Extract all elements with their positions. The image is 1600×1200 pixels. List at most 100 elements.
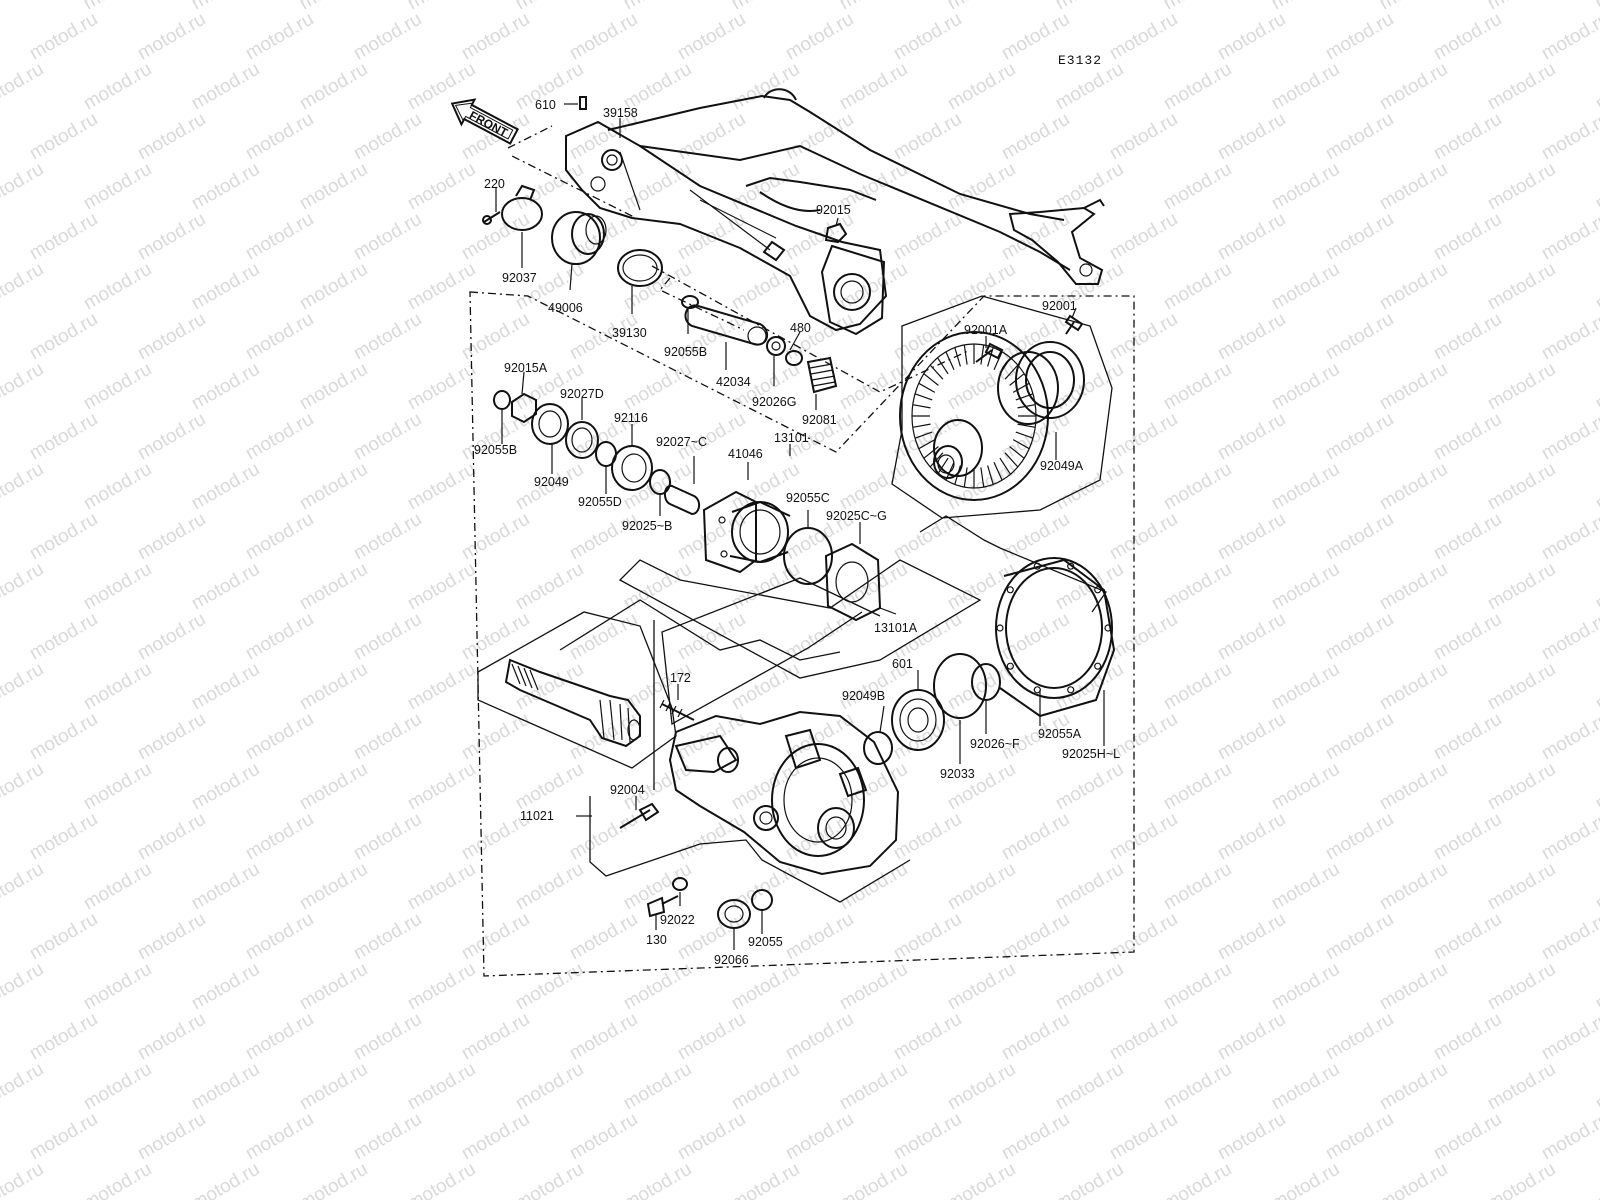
part-92022-washer [672,877,688,891]
watermark-text: motod.ru [1268,1059,1343,1115]
watermark-text: motod.ru [26,1009,101,1065]
watermark-text: motod.ru [26,609,101,665]
watermark-text: motod.ru [620,459,695,515]
gear-tooth [1004,452,1019,468]
watermark-text: motod.ru [1484,359,1559,415]
watermark-text: motod.ru [0,859,47,915]
watermark-text: motod.ru [242,509,317,565]
label-92025B: 92025~B [622,519,672,533]
bearing-row [493,390,700,516]
watermark-text: motod.ru [1106,809,1181,865]
label-92001: 92001 [1042,299,1077,313]
watermark-text: motod.ru [620,959,695,1015]
part-601-bearing [891,689,945,751]
watermark-text: motod.ru [1592,59,1600,115]
diagram-ref-code: E3132 [1058,53,1102,68]
watermark-text: motod.ru [1322,9,1397,65]
watermark-text: motod.ru [26,509,101,565]
cover-bolt-hole [1094,662,1102,670]
watermark-text: motod.ru [890,109,965,165]
label-92026G: 92026G [752,395,796,409]
watermark-text: motod.ru [890,1009,965,1065]
watermark-text: motod.ru [1214,9,1289,65]
watermark-text: motod.ru [998,1109,1073,1165]
watermark-text: motod.ru [80,759,155,815]
label-92015: 92015 [816,203,851,217]
watermark-text: motod.ru [404,959,479,1015]
watermark-text: motod.ru [1160,259,1235,315]
watermark-text: motod.ru [1268,959,1343,1015]
cover-bolt-hole [1033,686,1041,694]
part-92049A-seal [1015,341,1085,419]
gear-tooth [937,457,949,475]
watermark-text: motod.ru [404,659,479,715]
gear-tooth [914,393,933,401]
watermark-text: motod.ru [1376,859,1451,915]
watermark-text: motod.ru [404,759,479,815]
gear-tooth [918,439,936,450]
watermark-text: motod.ru [296,1159,371,1200]
watermark-text: motod.ru [944,159,1019,215]
watermark-text: motod.ru [1592,859,1600,915]
label-39130: 39130 [612,326,647,340]
watermark-text: motod.ru [350,709,425,765]
watermark-text: motod.ru [0,659,47,715]
watermark-text: motod.ru [404,859,479,915]
watermark-text: motod.ru [26,709,101,765]
label-41046: 41046 [728,447,763,461]
watermark-text: motod.ru [1268,1159,1343,1200]
watermark-text: motod.ru [80,1159,155,1200]
watermark-text: motod.ru [1592,1159,1600,1200]
watermark-text: motod.ru [512,759,587,815]
watermark-text: motod.ru [350,209,425,265]
watermark-text: motod.ru [1592,659,1600,715]
watermark-text: motod.ru [296,159,371,215]
watermark-text: motod.ru [1106,909,1181,965]
watermark-text: motod.ru [296,259,371,315]
watermark-text: motod.ru [1430,909,1505,965]
watermark-text: motod.ru [350,1009,425,1065]
watermark-text: motod.ru [1592,259,1600,315]
watermark-text: motod.ru [1484,59,1559,115]
part-92049B-seal [863,731,893,765]
part-92027D-shim [565,421,599,459]
watermark-text: motod.ru [728,859,803,915]
watermark-text: motod.ru [1214,109,1289,165]
watermark-text: motod.ru [1376,459,1451,515]
watermark-text: motod.ru [350,509,425,565]
watermark-text: motod.ru [1430,1009,1505,1065]
leader-lines [495,103,1105,950]
watermark-text: motod.ru [1376,1159,1451,1200]
watermark-text: motod.ru [1484,259,1559,315]
watermark-text: motod.ru [836,859,911,915]
watermark-text: motod.ru [1268,59,1343,115]
watermark-text: motod.ru [296,759,371,815]
watermark-text: motod.ru [26,909,101,965]
watermark-text: motod.ru [134,509,209,565]
watermark-text: motod.ru [1106,1109,1181,1165]
watermark-text: motod.ru [1106,609,1181,665]
watermark-text: motod.ru [944,1059,1019,1115]
watermark-text: motod.ru [1376,359,1451,415]
watermark-text: motod.ru [242,409,317,465]
gear-tooth [923,446,939,459]
watermark-text: motod.ru [1592,1059,1600,1115]
watermark-text: motod.ru [134,209,209,265]
part-92015-nut [824,222,848,244]
watermark-text: motod.ru [1538,909,1600,965]
part-480-washer [766,336,786,356]
watermark-text: motod.ru [1322,209,1397,265]
watermark-text: motod.ru [1160,659,1235,715]
watermark-text: motod.ru [1430,1109,1505,1165]
watermark-text: motod.ru [1268,859,1343,915]
watermark-text: motod.ru [1160,959,1235,1015]
watermark-text: motod.ru [1106,109,1181,165]
watermark-text: motod.ru [1376,59,1451,115]
watermark-text: motod.ru [1430,109,1505,165]
watermark-text: motod.ru [1160,1159,1235,1200]
watermark-text: motod.ru [80,859,155,915]
watermark-text: motod.ru [728,559,803,615]
watermark-text: motod.ru [944,859,1019,915]
part-92026G-washer [785,350,803,366]
part-92033-ring [933,653,987,719]
